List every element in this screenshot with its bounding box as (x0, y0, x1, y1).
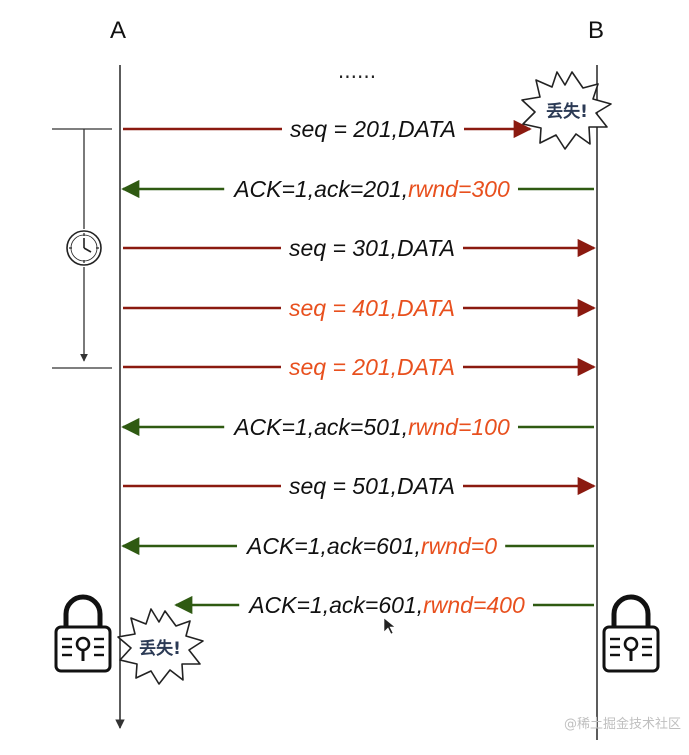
label-part: ACK=1,ack=601, (247, 592, 423, 618)
message-5: seq = 201,DATA (123, 354, 596, 380)
message-1: seq = 201,DATA (123, 116, 532, 142)
lost-burst-b: 丢失! (521, 71, 612, 150)
burst-icon (117, 608, 204, 685)
message-label: ACK=1,ack=601,rwnd=400 (247, 592, 525, 618)
label-backing (237, 542, 506, 550)
message-label: ACK=1,ack=501,rwnd=100 (232, 414, 510, 440)
highlighted-label-part: rwnd=100 (408, 414, 510, 440)
label-part: seq = 301,DATA (289, 235, 455, 261)
message-label: seq = 401,DATA (289, 295, 455, 321)
label-part: ACK=1,ack=201, (232, 176, 408, 202)
label-part: ACK=1,ack=501, (232, 414, 408, 440)
padlock-icon (54, 594, 112, 673)
clock-icon (66, 230, 102, 266)
node-label-b: B (588, 17, 604, 44)
highlighted-label-part: seq = 401,DATA (289, 295, 455, 321)
message-label: ACK=1,ack=201,rwnd=300 (232, 176, 510, 202)
label-backing (224, 423, 518, 431)
message-3: seq = 301,DATA (123, 235, 596, 261)
message-4: seq = 401,DATA (123, 295, 596, 321)
label-backing (281, 482, 463, 490)
highlighted-label-part: seq = 201,DATA (289, 354, 455, 380)
message-8: ACK=1,ack=601,rwnd=0 (121, 533, 594, 559)
message-label: seq = 201,DATA (290, 116, 456, 142)
watermark: @稀土掘金技术社区 (564, 716, 681, 732)
label-backing (224, 185, 518, 193)
message-7: seq = 501,DATA (123, 473, 596, 499)
label-backing (239, 601, 533, 609)
lost-burst-a: 丢失! (117, 608, 204, 685)
message-label: seq = 301,DATA (289, 235, 455, 261)
highlighted-label-part: rwnd=400 (423, 592, 525, 618)
lost-label: 丢失! (546, 101, 588, 122)
message-list: seq = 201,DATA ACK=1,ack=201,rwnd=300 seq … (121, 116, 596, 618)
highlighted-label-part: rwnd=300 (408, 176, 510, 202)
label-backing (281, 304, 463, 312)
message-label: seq = 201,DATA (289, 354, 455, 380)
label-part: seq = 201,DATA (290, 116, 456, 142)
message-9: ACK=1,ack=601,rwnd=400 (174, 592, 594, 618)
label-backing (282, 125, 464, 133)
highlighted-label-part: rwnd=0 (421, 533, 497, 559)
node-label-a: A (110, 17, 126, 44)
label-part: seq = 501,DATA (289, 473, 455, 499)
cursor-icon (383, 617, 396, 635)
message-2: ACK=1,ack=201,rwnd=300 (121, 176, 594, 202)
message-label: seq = 501,DATA (289, 473, 455, 499)
label-backing (281, 363, 463, 371)
label-backing (281, 244, 463, 252)
lost-label: 丢失! (139, 638, 181, 659)
burst-icon (521, 71, 612, 150)
padlock-icon (602, 594, 660, 673)
message-label: ACK=1,ack=601,rwnd=0 (245, 533, 497, 559)
label-part: ACK=1,ack=601, (245, 533, 421, 559)
ellipsis: ...... (338, 59, 376, 83)
retransmission-timer (52, 128, 112, 369)
message-6: ACK=1,ack=501,rwnd=100 (121, 414, 594, 440)
